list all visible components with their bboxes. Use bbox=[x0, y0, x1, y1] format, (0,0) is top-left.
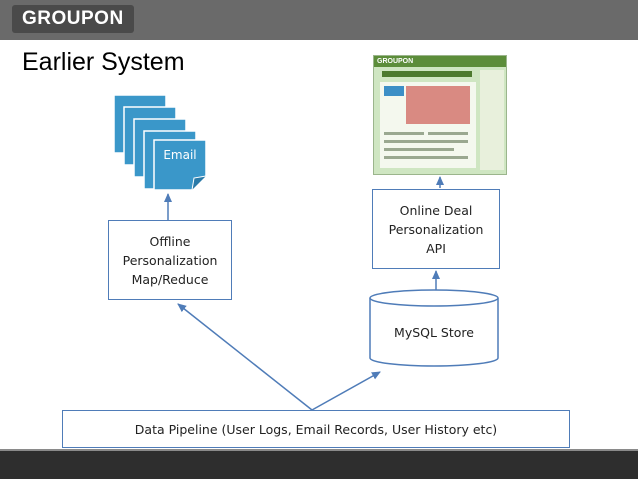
website-text-line bbox=[384, 156, 468, 159]
website-deal-image bbox=[406, 86, 470, 124]
slide-title: Earlier System bbox=[22, 48, 185, 76]
website-title-bar bbox=[382, 71, 472, 77]
mysql-store-box: MySQL Store bbox=[372, 312, 496, 352]
offline-personalization-box: Offline Personalization Map/Reduce bbox=[108, 220, 232, 300]
online-deal-api-box: Online Deal Personalization API bbox=[372, 189, 500, 269]
website-text-line bbox=[384, 148, 454, 151]
arrow-pipeline-to-mysql bbox=[311, 371, 381, 411]
website-text-line bbox=[428, 132, 468, 135]
mysql-store-label: MySQL Store bbox=[394, 324, 474, 340]
online-deal-api-label: Online Deal Personalization API bbox=[388, 202, 484, 256]
website-header: GROUPON bbox=[374, 56, 506, 67]
website-text-line bbox=[384, 132, 424, 135]
data-pipeline-label: Data Pipeline (User Logs, Email Records,… bbox=[134, 421, 498, 437]
offline-personalization-label: Offline Personalization Map/Reduce bbox=[122, 233, 218, 287]
website-price-badge bbox=[384, 86, 404, 96]
email-label: Email bbox=[163, 147, 197, 162]
footer-divider bbox=[0, 449, 638, 451]
arrow-pipeline-to-offline bbox=[177, 303, 313, 411]
groupon-logo: GROUPON bbox=[12, 5, 134, 33]
email-label-box: Email bbox=[156, 145, 204, 165]
email-stack bbox=[113, 94, 207, 191]
website-logo: GROUPON bbox=[377, 58, 414, 65]
data-pipeline-box: Data Pipeline (User Logs, Email Records,… bbox=[62, 410, 570, 448]
header-bar: GROUPON bbox=[0, 0, 638, 40]
website-sidebar bbox=[480, 70, 504, 170]
website-text-line bbox=[384, 140, 468, 143]
groupon-deal-page-screenshot: GROUPON bbox=[373, 55, 507, 175]
footer-bar bbox=[0, 451, 638, 479]
mysql-cylinder bbox=[369, 289, 499, 367]
